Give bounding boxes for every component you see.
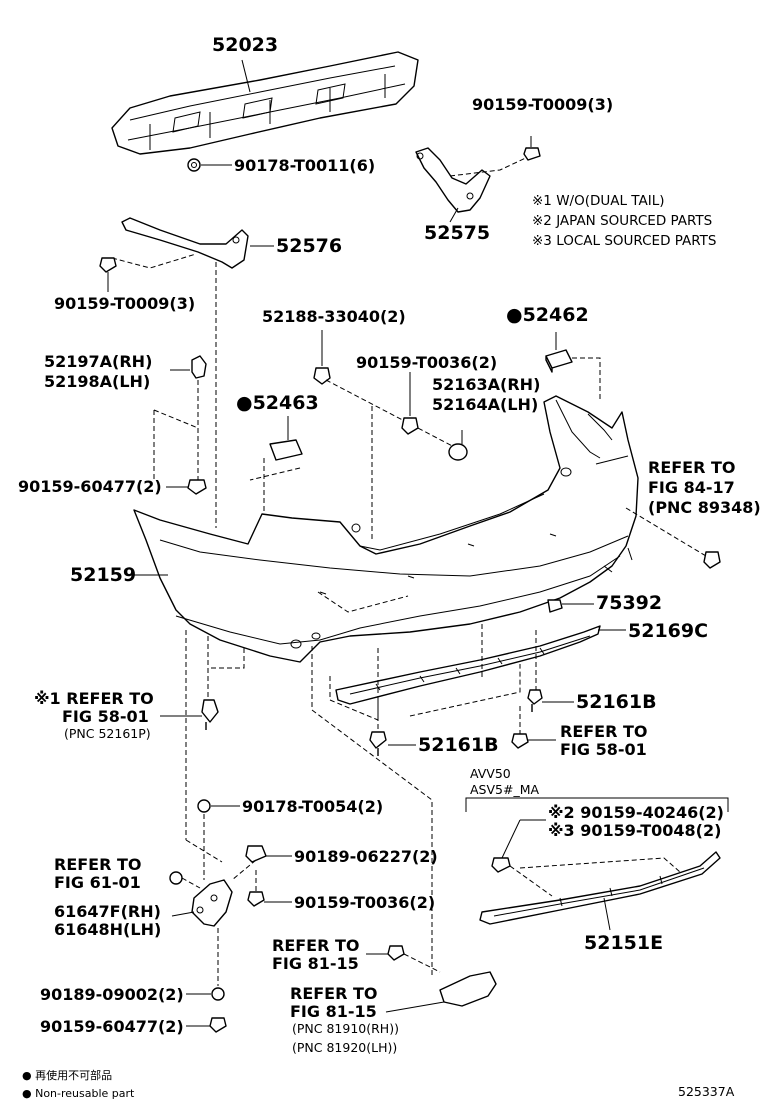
- clip-90159-T0036-top: [401, 417, 419, 435]
- label-52575: 52575: [424, 222, 491, 244]
- label-52163A: 52163A(RH): [432, 375, 541, 394]
- refer-fig81a-line1: REFER TO: [272, 936, 360, 955]
- refer-fig61-line1: REFER TO: [54, 855, 142, 874]
- leader-52023: [241, 59, 251, 93]
- label-61647F: 61647F(RH): [54, 902, 161, 921]
- figure-code: 525337A: [678, 1084, 735, 1099]
- label-90159-T0009-left: 90159-T0009(3): [54, 294, 196, 313]
- label-90159-60477-bot: 90159-60477(2): [40, 1017, 184, 1036]
- bolt-90159-T0009-left: [99, 257, 117, 273]
- label-61648H: 61648H(LH): [54, 920, 162, 939]
- clip-fig58-right: [511, 733, 529, 749]
- label-75392: 75392: [596, 592, 663, 614]
- label-52161B-mid: 52161B: [418, 734, 499, 756]
- refer-fig81a-line2: FIG 81-15: [272, 954, 359, 973]
- clip-52161B-mid: [369, 731, 387, 756]
- part-52151E-garnish: [479, 851, 721, 925]
- legend-english: ● Non-reusable part: [22, 1087, 135, 1100]
- label-52159: 52159: [70, 564, 137, 586]
- label-90159-T0036-top: 90159-T0036(2): [356, 353, 498, 372]
- note-2: ※2 JAPAN SOURCED PARTS: [532, 213, 713, 229]
- label-90189-09002: 90189-09002(2): [40, 985, 184, 1004]
- refer-fig84-line2: FIG 84-17: [648, 478, 735, 497]
- bolt-90159-T0009-top: [523, 147, 541, 161]
- model-code-1: AVV50: [470, 766, 511, 781]
- label-90159-40246: ※2 90159-40246(2): [548, 803, 724, 822]
- label-52169C: 52169C: [628, 620, 709, 642]
- label-90178-T0054: 90178-T0054(2): [242, 797, 384, 816]
- refer-fig81b-line3: (PNC 81910(RH)): [292, 1021, 399, 1036]
- refer-fig61-line2: FIG 61-01: [54, 873, 141, 892]
- nut-90189-09002: [211, 987, 225, 1001]
- clip-90159-T0036-bot: [247, 891, 265, 907]
- label-52151E: 52151E: [584, 932, 664, 954]
- part-52462-block: [545, 349, 573, 373]
- label-90159-T0009-top: 90159-T0009(3): [472, 95, 614, 114]
- clip-90189-06227: [245, 845, 267, 863]
- refer-fig81b-line4: (PNC 81920(LH)): [292, 1040, 398, 1055]
- label-90159-60477-top: 90159-60477(2): [18, 477, 162, 496]
- label-52023: 52023: [212, 34, 279, 56]
- part-52163A-cap: [448, 443, 468, 461]
- refer-fig81b-line2: FIG 81-15: [290, 1002, 377, 1021]
- note-1: ※1 W/O(DUAL TAIL): [532, 193, 665, 209]
- label-52197A: 52197A(RH): [44, 352, 153, 371]
- note-3: ※3 LOCAL SOURCED PARTS: [532, 233, 717, 249]
- refer-fig58b-line1: REFER TO: [560, 722, 648, 741]
- clip-75392: [547, 599, 563, 613]
- refer-fig81b-line1: REFER TO: [290, 984, 378, 1003]
- bolt-90159-60477-top: [187, 479, 207, 495]
- clip-89348: [703, 551, 721, 569]
- label-52161B-right: 52161B: [576, 691, 657, 713]
- label-52463: ●52463: [236, 392, 319, 414]
- part-52169C-trim: [335, 625, 601, 705]
- refer-fig58a-line2: FIG 58-01: [62, 707, 149, 726]
- clip-52197A: [191, 355, 207, 379]
- label-90159-T0048: ※3 90159-T0048(2): [548, 821, 722, 840]
- refer-fig84-line3: (PNC 89348): [648, 498, 760, 517]
- clip-fig58-left: [201, 699, 219, 730]
- clip-fig61: [169, 871, 183, 885]
- bolt-90159-60477-bot: [209, 1017, 227, 1033]
- part-52463-block: [269, 439, 303, 461]
- label-90189-06227: 90189-06227(2): [294, 847, 438, 866]
- part-reflector: [439, 971, 497, 1007]
- part-52575-bracket: [415, 147, 491, 213]
- label-52576: 52576: [276, 235, 343, 257]
- legend-japanese: ● 再使用不可部品: [22, 1069, 113, 1082]
- clip-90159-40246: [491, 857, 511, 873]
- clip-52161B-right: [527, 689, 543, 712]
- refer-fig58a-line3: (PNC 52161P): [64, 726, 151, 741]
- part-52023-reinforcement: [111, 51, 419, 155]
- model-code-2: ASV5#_MA: [470, 782, 540, 797]
- label-90159-T0036-bot: 90159-T0036(2): [294, 893, 436, 912]
- refer-fig58a-line1: ※1 REFER TO: [34, 689, 154, 708]
- refer-fig58b-line2: FIG 58-01: [560, 740, 647, 759]
- clip-fig81-upper: [387, 945, 405, 961]
- label-52462: ●52462: [506, 304, 589, 326]
- label-90178-T0011: 90178-T0011(6): [234, 156, 376, 175]
- part-52576-bracket: [121, 217, 249, 269]
- label-52188-33040: 52188-33040(2): [262, 307, 406, 326]
- bracket-model-box: [465, 797, 729, 812]
- bolt-90178-T0054: [197, 799, 211, 813]
- part-61647F-retainer: [191, 879, 233, 927]
- clip-52188: [313, 367, 331, 385]
- bolt-90178-T0011: [187, 158, 201, 172]
- part-52159-bumper-cover: [133, 395, 639, 663]
- label-52198A: 52198A(LH): [44, 372, 151, 391]
- refer-fig84-line1: REFER TO: [648, 458, 736, 477]
- label-52164A: 52164A(LH): [432, 395, 539, 414]
